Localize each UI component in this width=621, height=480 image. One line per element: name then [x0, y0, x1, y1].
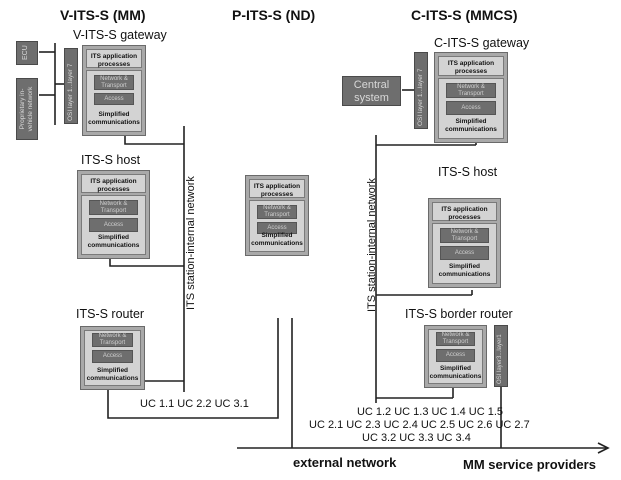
- central-system-box: Central system: [342, 76, 401, 106]
- v-internal-network-label: ITS station-internal network: [185, 176, 197, 310]
- network-transport-layer: Network & Transport: [92, 333, 133, 347]
- simplified-comm-block: Network & Transport Access Simplified co…: [432, 223, 497, 284]
- simplified-comm-block: Network & Transport Access Simplified co…: [249, 200, 305, 252]
- proprietary-network-label: Proprietary in-vehicle network: [19, 86, 34, 132]
- ecu-box: ECU: [16, 41, 38, 65]
- vehicle-station-title: V-ITS-S (MM): [60, 7, 146, 23]
- external-network-label: external network: [293, 455, 397, 470]
- v-osi-layer-label: OSI layer 1...layer 7: [67, 63, 74, 121]
- c-gateway-label: C-ITS-S gateway: [434, 36, 530, 50]
- service-providers-label: MM service providers: [463, 457, 596, 472]
- access-layer: Access: [89, 218, 138, 232]
- c-host-label: ITS-S host: [438, 165, 498, 179]
- v-use-cases: UC 1.1 UC 2.2 UC 3.1: [140, 398, 249, 410]
- its-app-processes: ITS application processes: [432, 202, 497, 221]
- v-router-stack: Network & Transport Access Simplified co…: [80, 326, 145, 390]
- access-layer: Access: [94, 93, 134, 105]
- access-layer: Access: [440, 246, 489, 260]
- access-layer: Access: [257, 222, 297, 234]
- c-internal-network-label: ITS station-internal network: [366, 178, 378, 312]
- c-use-cases-line-1: UC 1.2 UC 1.3 UC 1.4 UC 1.5: [356, 406, 504, 418]
- simplified-comm-label: Simplified communications: [87, 234, 140, 249]
- c-gateway-stack: ITS application processes Network & Tran…: [434, 52, 508, 143]
- network-transport-layer: Network & Transport: [89, 200, 138, 215]
- c-osi-border-box: OSI layer3...layer1: [494, 325, 508, 387]
- simplified-comm-label: Simplified communications: [429, 365, 482, 380]
- its-app-processes: ITS application processes: [249, 179, 305, 198]
- its-app-processes: ITS application processes: [81, 174, 146, 193]
- network-transport-layer: Network & Transport: [446, 83, 496, 98]
- access-layer: Access: [436, 349, 475, 362]
- simplified-comm-block: Network & Transport Access Simplified co…: [86, 70, 142, 132]
- simplified-comm-block: Network & Transport Access Simplified co…: [81, 195, 146, 255]
- simplified-comm-label: Simplified communications: [438, 263, 491, 278]
- c-border-router-stack: Network & Transport Access Simplified co…: [424, 325, 487, 388]
- v-gateway-stack: ITS application processes Network & Tran…: [82, 45, 146, 136]
- its-app-processes: ITS application processes: [438, 56, 504, 76]
- simplified-comm-block: Network & Transport Access Simplified co…: [428, 329, 483, 384]
- personal-station-title: P-ITS-S (ND): [232, 7, 316, 23]
- access-layer: Access: [446, 101, 496, 115]
- v-gateway-label: V-ITS-S gateway: [73, 28, 167, 42]
- v-router-label: ITS-S router: [76, 307, 145, 321]
- network-transport-layer: Network & Transport: [94, 75, 134, 90]
- c-osi-layer-label: OSI layer 1...layer 7: [417, 68, 424, 126]
- v-host-label: ITS-S host: [81, 153, 141, 167]
- c-use-cases-line-2: UC 2.1 UC 2.3 UC 2.4 UC 2.5 UC 2.6 UC 2.…: [309, 419, 530, 431]
- v-host-stack: ITS application processes Network & Tran…: [77, 170, 150, 259]
- proprietary-network-box: Proprietary in-vehicle network: [16, 78, 38, 140]
- simplified-comm-label: Simplified communications: [86, 367, 139, 382]
- network-transport-layer: Network & Transport: [440, 228, 489, 243]
- p-its-s-stack: ITS application processes Network & Tran…: [245, 175, 309, 256]
- c-border-router-label: ITS-S border router: [405, 307, 513, 321]
- simplified-comm-block: Network & Transport Access Simplified co…: [438, 78, 504, 139]
- simplified-comm-label: Simplified communications: [251, 232, 303, 247]
- network-transport-layer: Network & Transport: [257, 205, 297, 219]
- simplified-comm-label: Simplified communications: [445, 118, 497, 133]
- simplified-comm-label: Simplified communications: [88, 111, 140, 126]
- its-app-processes: ITS application processes: [86, 49, 142, 68]
- c-host-stack: ITS application processes Network & Tran…: [428, 198, 501, 288]
- simplified-comm-block: Network & Transport Access Simplified co…: [84, 330, 141, 386]
- network-transport-layer: Network & Transport: [436, 332, 475, 346]
- central-station-title: C-ITS-S (MMCS): [411, 7, 518, 23]
- ecu-label: ECU: [22, 45, 29, 60]
- c-use-cases-line-3: UC 3.2 UC 3.3 UC 3.4: [362, 432, 471, 444]
- access-layer: Access: [92, 350, 133, 363]
- central-system-label: Central system: [353, 79, 390, 104]
- c-osi-layer-box: OSI layer 1...layer 7: [414, 52, 428, 129]
- v-osi-layer-box: OSI layer 1...layer 7: [64, 48, 78, 124]
- c-osi-border-label: OSI layer3...layer1: [497, 334, 503, 384]
